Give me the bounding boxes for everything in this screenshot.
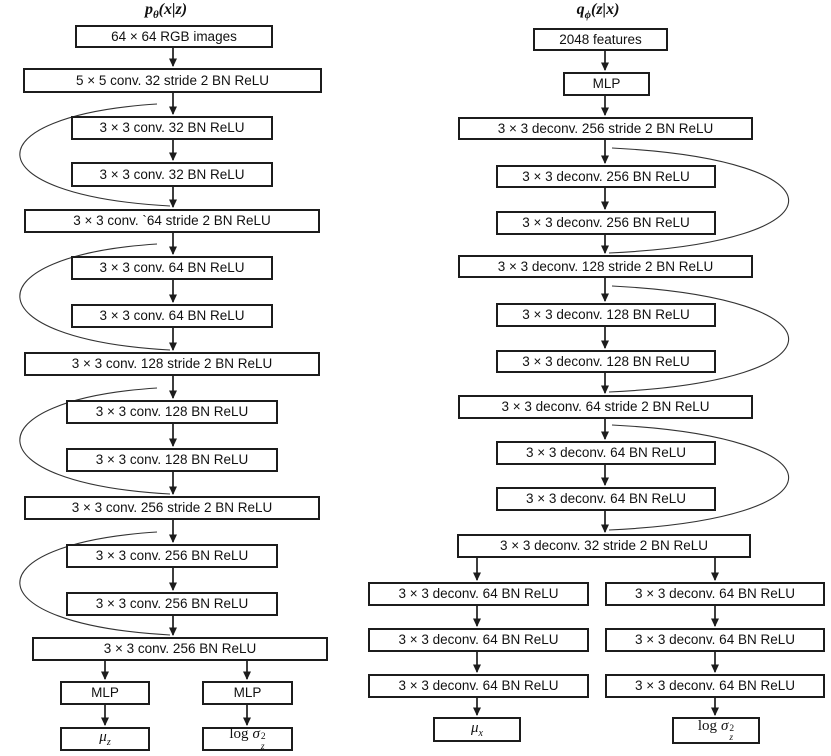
- sigma-sup: 2: [729, 723, 735, 734]
- title-sub: ϕ: [584, 9, 591, 22]
- mu-x-label: μx: [471, 719, 483, 739]
- node-mlp-mu: MLP: [60, 681, 150, 705]
- node-input-images: 64 × 64 RGB images: [75, 25, 273, 48]
- title-base: p: [144, 1, 153, 18]
- node-output-mu-x: μx: [433, 717, 521, 742]
- node-deconv128-stride2: 3 × 3 deconv. 128 stride 2 BN ReLU: [458, 255, 753, 278]
- node-conv64-b: 3 × 3 conv. 64 BN ReLU: [71, 304, 273, 328]
- sigma-sub: z: [260, 741, 265, 752]
- node-deconv128-b: 3 × 3 deconv. 128 BN ReLU: [496, 350, 716, 373]
- node-logvar-branch-3: 3 × 3 deconv. 64 BN ReLU: [605, 674, 825, 698]
- right-skip-arcs: [608, 147, 790, 531]
- mu-sub: x: [478, 727, 483, 739]
- mu-z-label: μz: [99, 730, 110, 748]
- node-mu-branch-3: 3 × 3 deconv. 64 BN ReLU: [368, 674, 589, 698]
- skip-arc: [19, 103, 171, 207]
- mu-sub: z: [106, 737, 111, 748]
- node-conv64-a: 3 × 3 conv. 64 BN ReLU: [71, 256, 273, 280]
- left-skip-arcs: [19, 103, 171, 636]
- skip-arc: [608, 285, 790, 393]
- node-conv128-stride2: 3 × 3 conv. 128 stride 2 BN ReLU: [24, 352, 320, 376]
- right-flow-arrows: [473, 51, 719, 716]
- skip-arc: [608, 424, 790, 531]
- mu-base: μ: [99, 729, 107, 745]
- sigma-sub: z: [729, 733, 734, 743]
- node-mlp: MLP: [563, 72, 650, 96]
- node-mu-branch-2: 3 × 3 deconv. 64 BN ReLU: [368, 628, 589, 652]
- sigma-base: σ: [721, 717, 729, 734]
- node-deconv256-a: 3 × 3 deconv. 256 BN ReLU: [496, 165, 716, 188]
- sigma-sup: 2: [260, 732, 266, 742]
- node-deconv64-stride2: 3 × 3 deconv. 64 stride 2 BN ReLU: [458, 395, 753, 419]
- node-input-features: 2048 features: [533, 28, 668, 51]
- title-args: (x|z): [158, 1, 188, 18]
- node-conv256-c: 3 × 3 conv. 256 BN ReLU: [32, 637, 328, 661]
- skip-arc: [19, 387, 171, 495]
- log-prefix: log: [229, 726, 249, 742]
- right-diagram-title: qϕ(z|x): [528, 1, 668, 21]
- sigma-base: σ: [252, 726, 260, 742]
- node-deconv64-a: 3 × 3 deconv. 64 BN ReLU: [496, 441, 716, 465]
- mu-base: μ: [471, 719, 479, 736]
- log-prefix: log: [697, 717, 717, 734]
- node-conv64-stride2: 3 × 3 conv. `64 stride 2 BN ReLU: [24, 209, 320, 233]
- skip-arc: [19, 243, 171, 351]
- node-deconv256-b: 3 × 3 deconv. 256 BN ReLU: [496, 211, 716, 235]
- title-args: (z|x): [590, 1, 620, 18]
- title-base: q: [576, 1, 585, 18]
- skip-arc: [608, 147, 790, 254]
- title-sub: θ: [152, 9, 159, 22]
- node-output-mu-z: μz: [60, 727, 150, 751]
- skip-arc: [19, 531, 171, 636]
- node-conv256-stride2: 3 × 3 conv. 256 stride 2 BN ReLU: [24, 496, 320, 520]
- node-conv256-a: 3 × 3 conv. 256 BN ReLU: [66, 544, 278, 568]
- node-mlp-logvar: MLP: [202, 681, 293, 705]
- left-diagram-title: pθ(x|z): [96, 1, 236, 21]
- node-deconv32-stride2: 3 × 3 deconv. 32 stride 2 BN ReLU: [457, 534, 751, 558]
- node-deconv64-b: 3 × 3 deconv. 64 BN ReLU: [496, 487, 716, 511]
- node-conv256-b: 3 × 3 conv. 256 BN ReLU: [66, 592, 278, 616]
- node-logvar-branch-1: 3 × 3 deconv. 64 BN ReLU: [605, 582, 825, 606]
- node-logvar-branch-2: 3 × 3 deconv. 64 BN ReLU: [605, 628, 825, 652]
- node-deconv256-stride2: 3 × 3 deconv. 256 stride 2 BN ReLU: [458, 117, 753, 140]
- node-conv32-a: 3 × 3 conv. 32 BN ReLU: [71, 116, 273, 140]
- node-deconv128-a: 3 × 3 deconv. 128 BN ReLU: [496, 303, 716, 327]
- left-flow-arrows: [101, 48, 251, 726]
- node-conv32-stride2: 5 × 5 conv. 32 stride 2 BN ReLU: [23, 68, 322, 93]
- node-conv32-b: 3 × 3 conv. 32 BN ReLU: [71, 162, 273, 187]
- node-conv128-b: 3 × 3 conv. 128 BN ReLU: [66, 448, 278, 472]
- node-mu-branch-1: 3 × 3 deconv. 64 BN ReLU: [368, 582, 589, 606]
- node-conv128-a: 3 × 3 conv. 128 BN ReLU: [66, 400, 278, 424]
